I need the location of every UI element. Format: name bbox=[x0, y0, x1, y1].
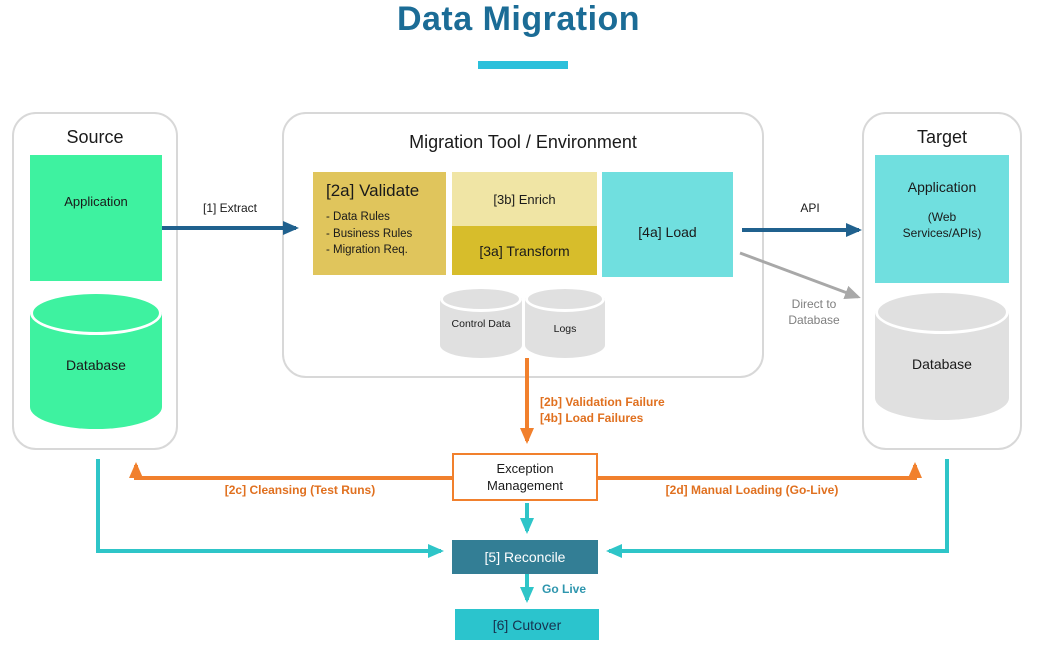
page-title: Data Migration bbox=[396, 0, 641, 38]
cylinder-top bbox=[30, 291, 162, 335]
api-label: API bbox=[800, 201, 820, 215]
cylinder-top bbox=[525, 286, 605, 312]
target-database-cylinder: Database bbox=[875, 290, 1009, 420]
control-data-label: Control Data bbox=[451, 318, 511, 330]
extract-label: [1] Extract bbox=[202, 201, 258, 215]
transform-block: [3a] Transform bbox=[452, 226, 597, 275]
target-application-sublabel: (Web Services/APIs) bbox=[902, 210, 982, 240]
logs-cylinder: Logs bbox=[525, 286, 605, 358]
validation-failure-label: [2b] Validation Failure bbox=[540, 395, 665, 409]
cylinder-top bbox=[440, 286, 522, 312]
cleansing-arrow bbox=[129, 462, 452, 480]
logs-label: Logs bbox=[553, 323, 577, 335]
go-live-label: Go Live bbox=[542, 582, 587, 596]
validate-bullets: - Data Rules - Business Rules - Migratio… bbox=[326, 209, 446, 259]
enrich-block: [3b] Enrich bbox=[452, 172, 597, 226]
migration-panel-title: Migration Tool / Environment bbox=[409, 132, 637, 152]
target-to-reconcile-arrow bbox=[606, 459, 949, 558]
target-database-label: Database bbox=[912, 356, 972, 372]
source-panel-title: Source bbox=[66, 127, 124, 147]
reconcile-label: [5] Reconcile bbox=[484, 549, 566, 565]
enrich-label: [3b] Enrich bbox=[493, 191, 556, 207]
transform-label: [3a] Transform bbox=[479, 242, 570, 259]
source-application-block: Application bbox=[30, 155, 162, 281]
cutover-box: [6] Cutover bbox=[455, 609, 599, 640]
target-application-block: Application (Web Services/APIs) bbox=[875, 155, 1009, 283]
exception-management-box: Exception Management bbox=[452, 453, 598, 501]
direct-to-database-label: Direct to Database bbox=[788, 297, 840, 327]
load-label: [4a] Load bbox=[638, 223, 697, 240]
title-underline bbox=[478, 61, 568, 69]
exception-management-label: Exception Management bbox=[487, 461, 563, 493]
validate-bullet: - Data Rules bbox=[326, 211, 390, 223]
cylinder-top bbox=[875, 290, 1009, 334]
source-to-reconcile-arrow bbox=[96, 459, 444, 558]
control-data-cylinder: Control Data bbox=[440, 286, 522, 358]
cutover-label: [6] Cutover bbox=[492, 616, 562, 633]
load-block: [4a] Load bbox=[602, 172, 733, 277]
validate-title: [2a] Validate bbox=[326, 181, 420, 200]
target-application-label: Application bbox=[907, 179, 977, 195]
manual-loading-arrow bbox=[598, 462, 922, 480]
source-application-label: Application bbox=[64, 193, 128, 209]
source-database-label: Database bbox=[66, 357, 126, 373]
target-panel-title: Target bbox=[916, 127, 968, 147]
manual-loading-label: [2d] Manual Loading (Go-Live) bbox=[665, 483, 839, 497]
validate-block: [2a] Validate - Data Rules - Business Ru… bbox=[313, 172, 446, 275]
load-failures-label: [4b] Load Failures bbox=[540, 411, 644, 425]
reconcile-box: [5] Reconcile bbox=[452, 540, 598, 574]
validate-bullet: - Migration Req. bbox=[326, 244, 408, 256]
cleansing-label: [2c] Cleansing (Test Runs) bbox=[224, 483, 376, 497]
validate-bullet: - Business Rules bbox=[326, 227, 413, 240]
source-database-cylinder: Database bbox=[30, 291, 162, 429]
